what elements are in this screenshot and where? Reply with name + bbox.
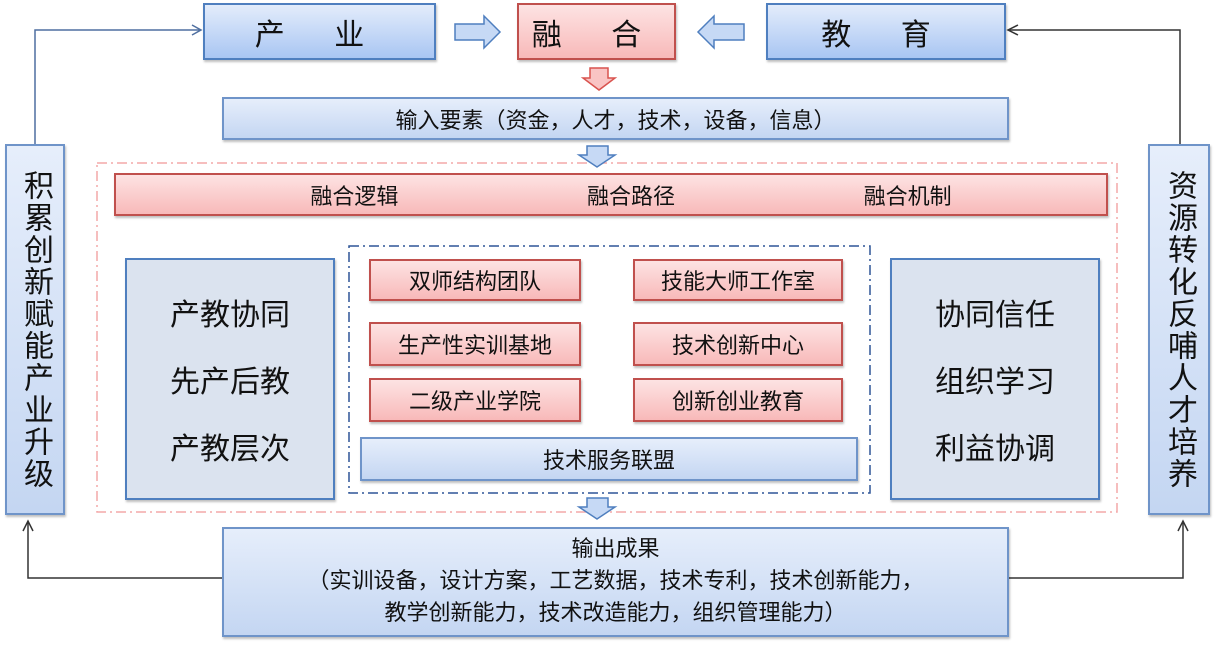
center-item: 技能大师工作室	[633, 259, 843, 301]
left-item: 先产后教	[170, 364, 290, 400]
fusion-container-border	[96, 162, 1118, 513]
left-item: 产教层次	[170, 432, 290, 468]
output-title: 输出成果	[571, 537, 660, 562]
right-arrow-icon	[454, 14, 502, 50]
down-arrow-icon	[580, 67, 618, 91]
fusion-path: 融合路径	[586, 184, 675, 210]
left-arrow-icon	[696, 14, 745, 50]
center-item: 创新创业教育	[633, 378, 843, 422]
left-side-box: 积累创新赋能产业升级	[5, 144, 65, 515]
down-arrow-icon	[576, 145, 618, 168]
center-item: 技术创新中心	[633, 322, 843, 366]
left-column-box: 产教协同 先产后教 产教层次	[125, 258, 335, 500]
industry-box: 产 业	[203, 3, 436, 60]
left-bottom-connector	[27, 522, 222, 579]
output-line: （实训设备，设计方案，工艺数据，技术专利，技术创新能力，	[307, 569, 924, 594]
right-column-box: 协同信任 组织学习 利益协调	[890, 258, 1100, 500]
output-line: 教学创新能力，技术改造能力，组织管理能力）	[384, 601, 847, 626]
arrowhead-icon	[1006, 24, 1019, 36]
right-side-box: 资源转化反哺人才培养	[1148, 144, 1210, 515]
fusion-mechanism: 融合机制	[863, 184, 952, 210]
arrowhead-icon	[1177, 519, 1189, 532]
right-bottom-connector	[1009, 522, 1184, 579]
fusion-bar: 融合逻辑 融合路径 融合机制	[114, 173, 1108, 216]
right-item: 组织学习	[935, 364, 1055, 400]
arrowhead-icon	[191, 24, 203, 36]
alliance-box: 技术服务联盟	[360, 437, 858, 481]
fusion-logic: 融合逻辑	[310, 184, 399, 210]
center-item: 二级产业学院	[369, 378, 581, 422]
down-arrow-icon	[576, 497, 618, 520]
right-item: 利益协调	[935, 432, 1055, 468]
right-top-connector	[1009, 29, 1181, 144]
arrowhead-icon	[22, 519, 34, 532]
left-top-connector	[34, 29, 200, 144]
center-item: 生产性实训基地	[369, 322, 581, 366]
left-item: 产教协同	[170, 297, 290, 333]
fusion-box: 融 合	[517, 3, 676, 60]
education-box: 教 育	[766, 3, 1006, 60]
right-item: 协同信任	[935, 297, 1055, 333]
input-elements-box: 输入要素（资金，人才，技术，设备，信息）	[222, 97, 1009, 140]
center-item: 双师结构团队	[369, 259, 581, 301]
output-box: 输出成果 （实训设备，设计方案，工艺数据，技术专利，技术创新能力， 教学创新能力…	[222, 527, 1009, 637]
center-container-border	[348, 245, 871, 494]
